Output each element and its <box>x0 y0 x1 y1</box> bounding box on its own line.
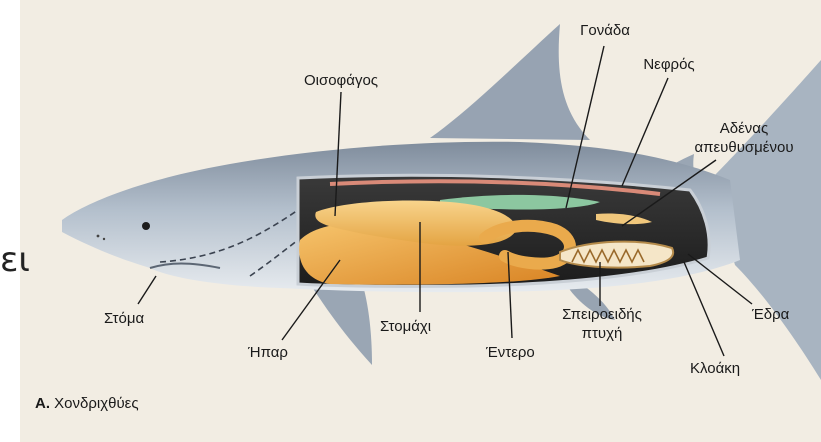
label-mouth: Στόμα <box>104 310 144 327</box>
dorsal-fin <box>430 24 590 140</box>
caption-letter: A. <box>35 395 50 412</box>
label-esophagus: Οισοφάγος <box>290 72 392 89</box>
label-gonad: Γονάδα <box>570 22 640 39</box>
label-anus: Έδρα <box>752 306 789 323</box>
label-intestine: Έντερο <box>486 344 535 361</box>
label-gland-line2: απευθυσμένου <box>686 139 802 156</box>
label-cloaca: Κλοάκη <box>690 360 740 377</box>
label-kidney: Νεφρός <box>634 56 704 73</box>
eye <box>142 222 150 230</box>
label-gland-line1: Αδένας <box>686 120 802 137</box>
figure-caption: A. Χονδριχθύες <box>35 395 139 412</box>
label-liver: Ήπαρ <box>248 344 288 361</box>
label-spiral-line2: πτυχή <box>544 325 660 342</box>
caption-text: Χονδριχθύες <box>54 395 138 412</box>
label-spiral-line1: Σπειροειδής <box>544 306 660 323</box>
label-stomach: Στομάχι <box>380 318 431 335</box>
stray-text-fragment: ει <box>0 240 30 280</box>
